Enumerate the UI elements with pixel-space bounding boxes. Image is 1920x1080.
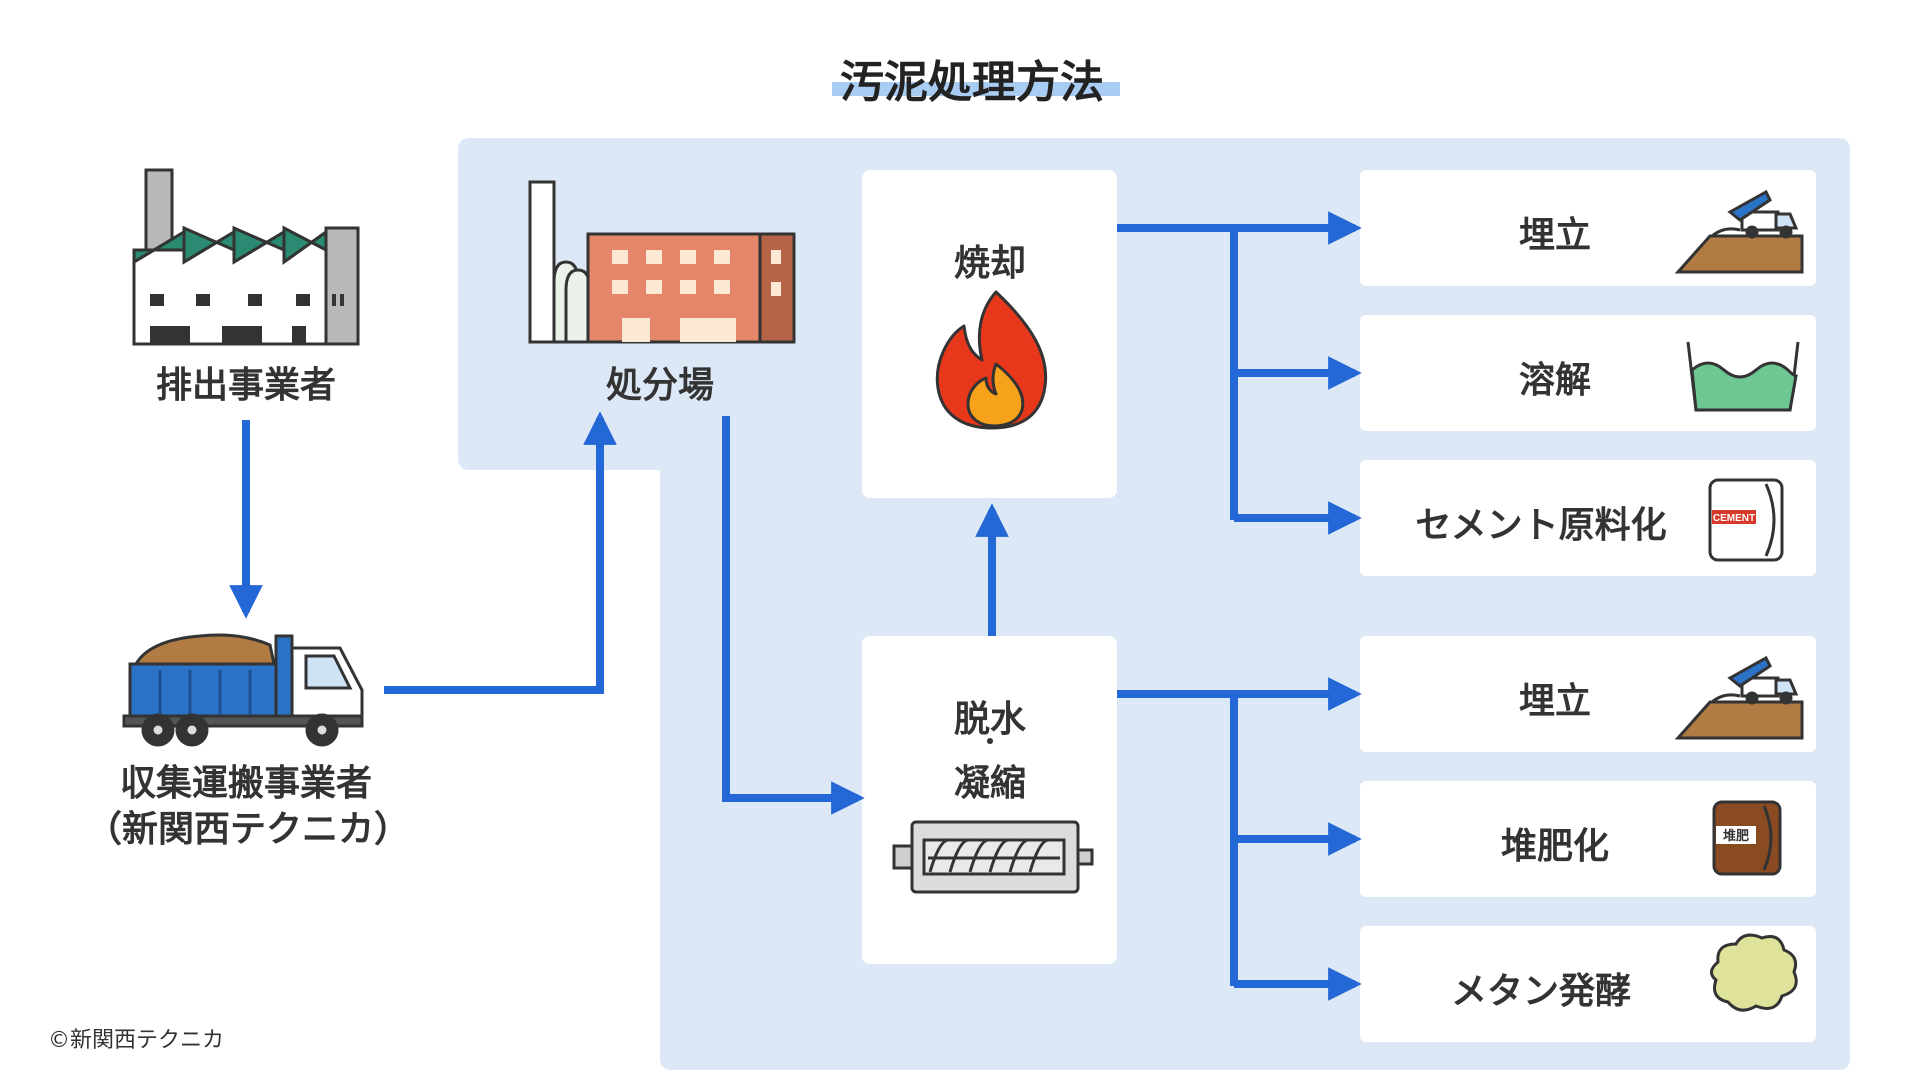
output-label-methane: メタン発酵 bbox=[1450, 971, 1631, 1012]
output-label-cement: セメント原料化 bbox=[1415, 505, 1667, 546]
landfill-truck-icon bbox=[1674, 189, 1804, 274]
arrow-disposal-to-dewatering bbox=[722, 416, 865, 815]
compost-bag-icon: 堆肥 bbox=[1712, 800, 1782, 876]
output-card-methane bbox=[1360, 926, 1816, 1042]
output-card-compost bbox=[1360, 781, 1816, 897]
transporter-label-line2: （新関西テクニカ） bbox=[86, 809, 411, 850]
dewatering-label-line2: 凝縮 bbox=[953, 763, 1026, 804]
dump-truck-icon bbox=[122, 633, 364, 747]
title-underline bbox=[832, 82, 1120, 96]
copyright-text: ©新関西テクニカ bbox=[48, 1028, 225, 1053]
factory-icon bbox=[132, 168, 360, 346]
cement-bag-icon: CEMENT bbox=[1708, 478, 1784, 562]
methane-blob-icon bbox=[1710, 933, 1798, 1012]
page-title: 汚泥処理方法 bbox=[840, 57, 1104, 108]
melting-pool-icon bbox=[1686, 341, 1800, 412]
arrow-transporter-to-disposal bbox=[384, 411, 617, 694]
output-label-compost: 堆肥化 bbox=[1500, 826, 1609, 867]
compost-bag-label: 堆肥 bbox=[1723, 828, 1749, 844]
dewatering-label-dot: ・ bbox=[978, 728, 1002, 756]
dewatering-label-line1: 脱水 bbox=[953, 699, 1026, 740]
landfill-truck-icon-2 bbox=[1674, 655, 1804, 740]
screw-press-icon bbox=[892, 820, 1094, 894]
output-label-landfill-1: 埋立 bbox=[1518, 215, 1591, 256]
cement-bag-label: CEMENT bbox=[1713, 513, 1755, 524]
incineration-plant-icon bbox=[528, 180, 796, 344]
output-label-melting: 溶解 bbox=[1518, 360, 1591, 401]
output-label-landfill-2: 埋立 bbox=[1518, 681, 1591, 722]
disposal-site-label: 処分場 bbox=[605, 365, 714, 406]
incineration-label: 焼却 bbox=[953, 243, 1026, 284]
transporter-label-line1: 収集運搬事業者 bbox=[119, 763, 372, 804]
fire-icon bbox=[935, 290, 1048, 430]
output-card-cement bbox=[1360, 460, 1816, 576]
generator-label: 排出事業者 bbox=[155, 365, 336, 406]
